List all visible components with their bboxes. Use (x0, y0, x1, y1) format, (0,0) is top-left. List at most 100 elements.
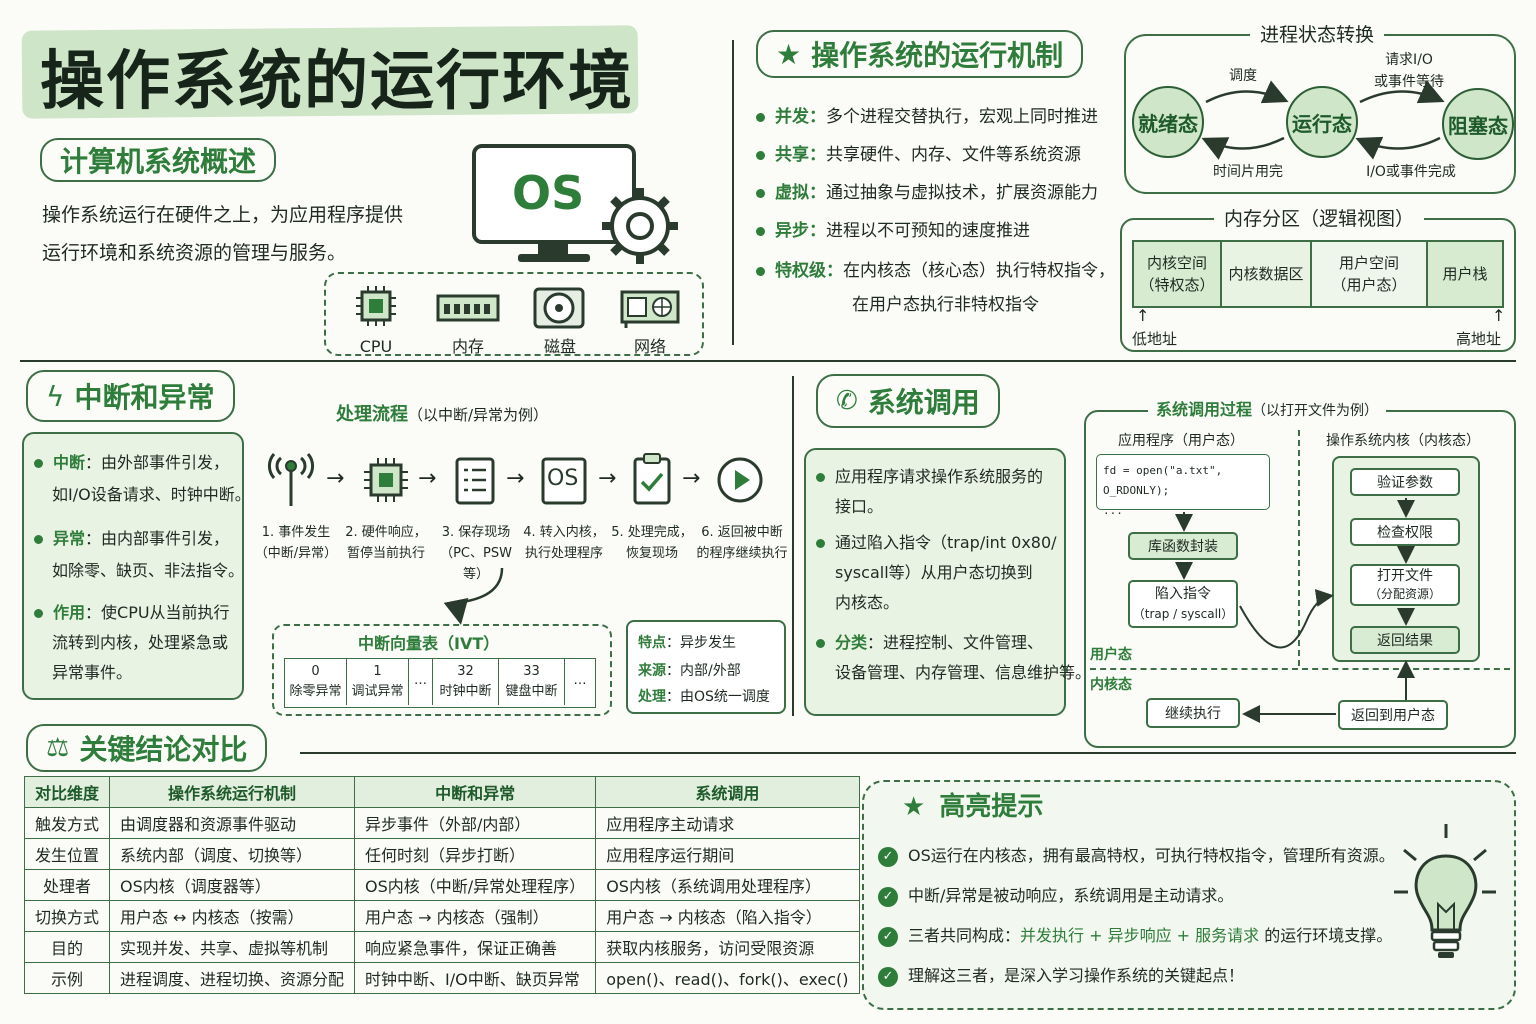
feature-timing: 特点：异步发生 (638, 635, 736, 651)
table-cell: 由调度器和资源事件驱动 (109, 807, 356, 839)
divider-vertical-top (732, 40, 734, 345)
table-cell: 进程调度、进程切换、资源分配 (109, 962, 356, 994)
highlights-heading: ★高亮提示 (902, 792, 1044, 822)
interrupt-definition-box (22, 432, 244, 700)
comparison-table: 对比维度 操作系统运行机制 中断和异常 系统调用 触发方式由调度器和资源事件驱动… (23, 776, 860, 994)
ivt-box (272, 624, 612, 716)
overview-text-1: 操作系统运行在硬件之上，为应用程序提供 (42, 204, 404, 226)
monitor-os-label: OS (512, 166, 585, 220)
table-row-dimension: 示例 (23, 962, 111, 994)
cpu-icon (356, 286, 396, 326)
syscall-flow-arrows (1175, 498, 1415, 723)
check-icon: ✓ (878, 926, 898, 947)
arrow-up-high: ↑ (1492, 306, 1506, 325)
table-cell: OS内核（系统调用处理程序） (595, 869, 860, 901)
table-row-dimension: 处理者 (23, 869, 111, 901)
mechanism-heading: ★ 操作系统的运行机制 (756, 30, 1084, 78)
ivt-entry: … (409, 659, 433, 705)
state-running: 运行态 (1286, 86, 1358, 158)
mode-boundary (1090, 668, 1510, 670)
kernel-divider (1298, 430, 1300, 666)
flow-arrow-3: → (506, 466, 525, 491)
interrupt-item-interrupt: 中断：由外部事件引发， (34, 448, 229, 478)
mechanism-item-virtual: 虚拟：通过抽象与虚拟技术，扩展资源能力 (756, 178, 1098, 208)
interrupt-item-exception: 异常：由内部事件引发， (34, 524, 229, 554)
highlight-item-2: ✓中断/异常是被动响应，系统调用是主动请求。 (878, 882, 1233, 907)
flow-step-5: 5. 处理完成，恢复现场 (611, 525, 693, 561)
highlight-item-1: ✓OS运行在内核态，拥有最高特权，可执行特权指令，管理所有资源。 (878, 842, 1395, 867)
hardware-label-disk: 磁盘 (543, 337, 576, 356)
check-icon: ✓ (878, 966, 898, 987)
table-row-dimension: 目的 (23, 931, 111, 963)
highlight-item-3: ✓三者共同构成：并发执行 + 异步响应 + 服务请求 的运行环境支撑。 (878, 922, 1392, 947)
lightning-icon: ϟ (46, 379, 65, 413)
check-icon: ✓ (878, 886, 898, 907)
flow-arrow-5: → (682, 466, 701, 491)
play-icon (717, 457, 763, 503)
code-line-2: ... (1103, 504, 1123, 517)
mechanism-item-privilege: 特权级：在内核态（核心态）执行特权指令， (756, 256, 1115, 286)
hardware-label-network: 网络 (633, 337, 666, 356)
kernel-step-validate: 验证参数 (1350, 468, 1460, 496)
flow-step-4: 4. 转入内核，执行处理程序 (523, 525, 605, 561)
ivt-entry: … (573, 673, 587, 688)
chip-icon (364, 458, 408, 502)
memory-bar: 内核空间（特权态） 内核数据区 用户空间（用户态） 用户栈 (1132, 240, 1504, 308)
code-box: fd = open("a.txt", O_RDONLY); ... (1096, 454, 1270, 517)
table-cell: 实现并发、共享、虚拟等机制 (109, 931, 356, 963)
features-box (626, 620, 786, 714)
memory-heading: 内存分区（逻辑视图） (1214, 204, 1425, 231)
table-cell: 任何时刻（异步打断） (354, 838, 597, 870)
syscall-item-2: 通过陷入指令（trap/int 0x80/ (816, 528, 1057, 558)
os-box-icon (541, 457, 587, 505)
flow-step-3: 3. 保存现场（PC、PSW等） (440, 525, 512, 582)
disk-icon (533, 287, 585, 329)
hardware-label-memory: 内存 (451, 337, 484, 356)
overview-heading: 计算机系统概述 (40, 138, 277, 182)
kernel-step-permission: 检查权限 (1350, 518, 1460, 546)
kernel-side-label: 操作系统内核（内核态） (1326, 433, 1480, 449)
table-header: 系统调用 (595, 776, 860, 808)
kernel-mode-label: 内核态 (1090, 677, 1132, 693)
feature-handling: 处理：由OS统一调度 (638, 689, 770, 705)
table-cell: 应用程序主动请求 (595, 807, 860, 839)
memory-cell-user: 用户空间（用户态） (1312, 242, 1428, 306)
star-icon: ★ (776, 37, 802, 71)
table-cell: OS内核（中断/异常处理程序） (354, 869, 597, 901)
table-header-row: 对比维度 操作系统运行机制 中断和异常 系统调用 (23, 776, 860, 808)
mechanism-item-concurrency: 并发：多个进程交替执行，宏观上同时推进 (756, 102, 1098, 132)
return-user-step: 返回到用户态 (1338, 700, 1448, 730)
table-cell: 异步事件（外部/内部） (354, 807, 597, 839)
feature-source: 来源：内部/外部 (638, 663, 741, 679)
memory-icon (436, 294, 500, 322)
table-header: 中断和异常 (354, 776, 597, 808)
app-side-label: 应用程序（用户态） (1118, 433, 1244, 449)
overview-text-2: 运行环境和系统资源的管理与服务。 (42, 242, 347, 264)
divider-horizontal-2 (300, 752, 1516, 754)
interrupt-item-purpose: 作用：使CPU从当前执行 (34, 598, 230, 628)
code-line-1: fd = open("a.txt", O_RDONLY); (1103, 464, 1223, 497)
arrow-up-low: ↑ (1136, 306, 1150, 325)
table-cell: 用户态 ↔ 内核态（按需） (109, 900, 356, 932)
syscall-item-1: 应用程序请求操作系统服务的 (816, 462, 1043, 492)
table-cell: 用户态 → 内核态（陷入指令） (595, 900, 860, 932)
edge-io-complete: I/O或事件完成 (1366, 164, 1456, 180)
edge-request-io: 请求I/O (1385, 52, 1433, 68)
table-row-dimension: 发生位置 (23, 838, 111, 870)
mechanism-item-privilege-line2: 在用户态执行非特权指令 (852, 295, 1039, 315)
syscall-item-2-l3: 内核态。 (835, 593, 900, 612)
list-document-icon (455, 457, 495, 505)
divider-vertical-mid (792, 376, 794, 716)
phone-icon: ✆ (836, 386, 858, 416)
flow-step-1: 1. 事件发生（中断/异常） (254, 525, 338, 561)
highlight-item-4: ✓理解这三者，是深入学习操作系统的关键起点！ (878, 962, 1244, 987)
syscall-item-3-l2: 设备管理、内存管理、信息维护等。 (835, 663, 1092, 682)
flow-title: 处理流程（以中断/异常为例） (336, 404, 549, 425)
flow-arrow-1: → (326, 466, 345, 491)
continue-step: 继续执行 (1146, 698, 1240, 728)
antenna-icon (267, 453, 315, 506)
